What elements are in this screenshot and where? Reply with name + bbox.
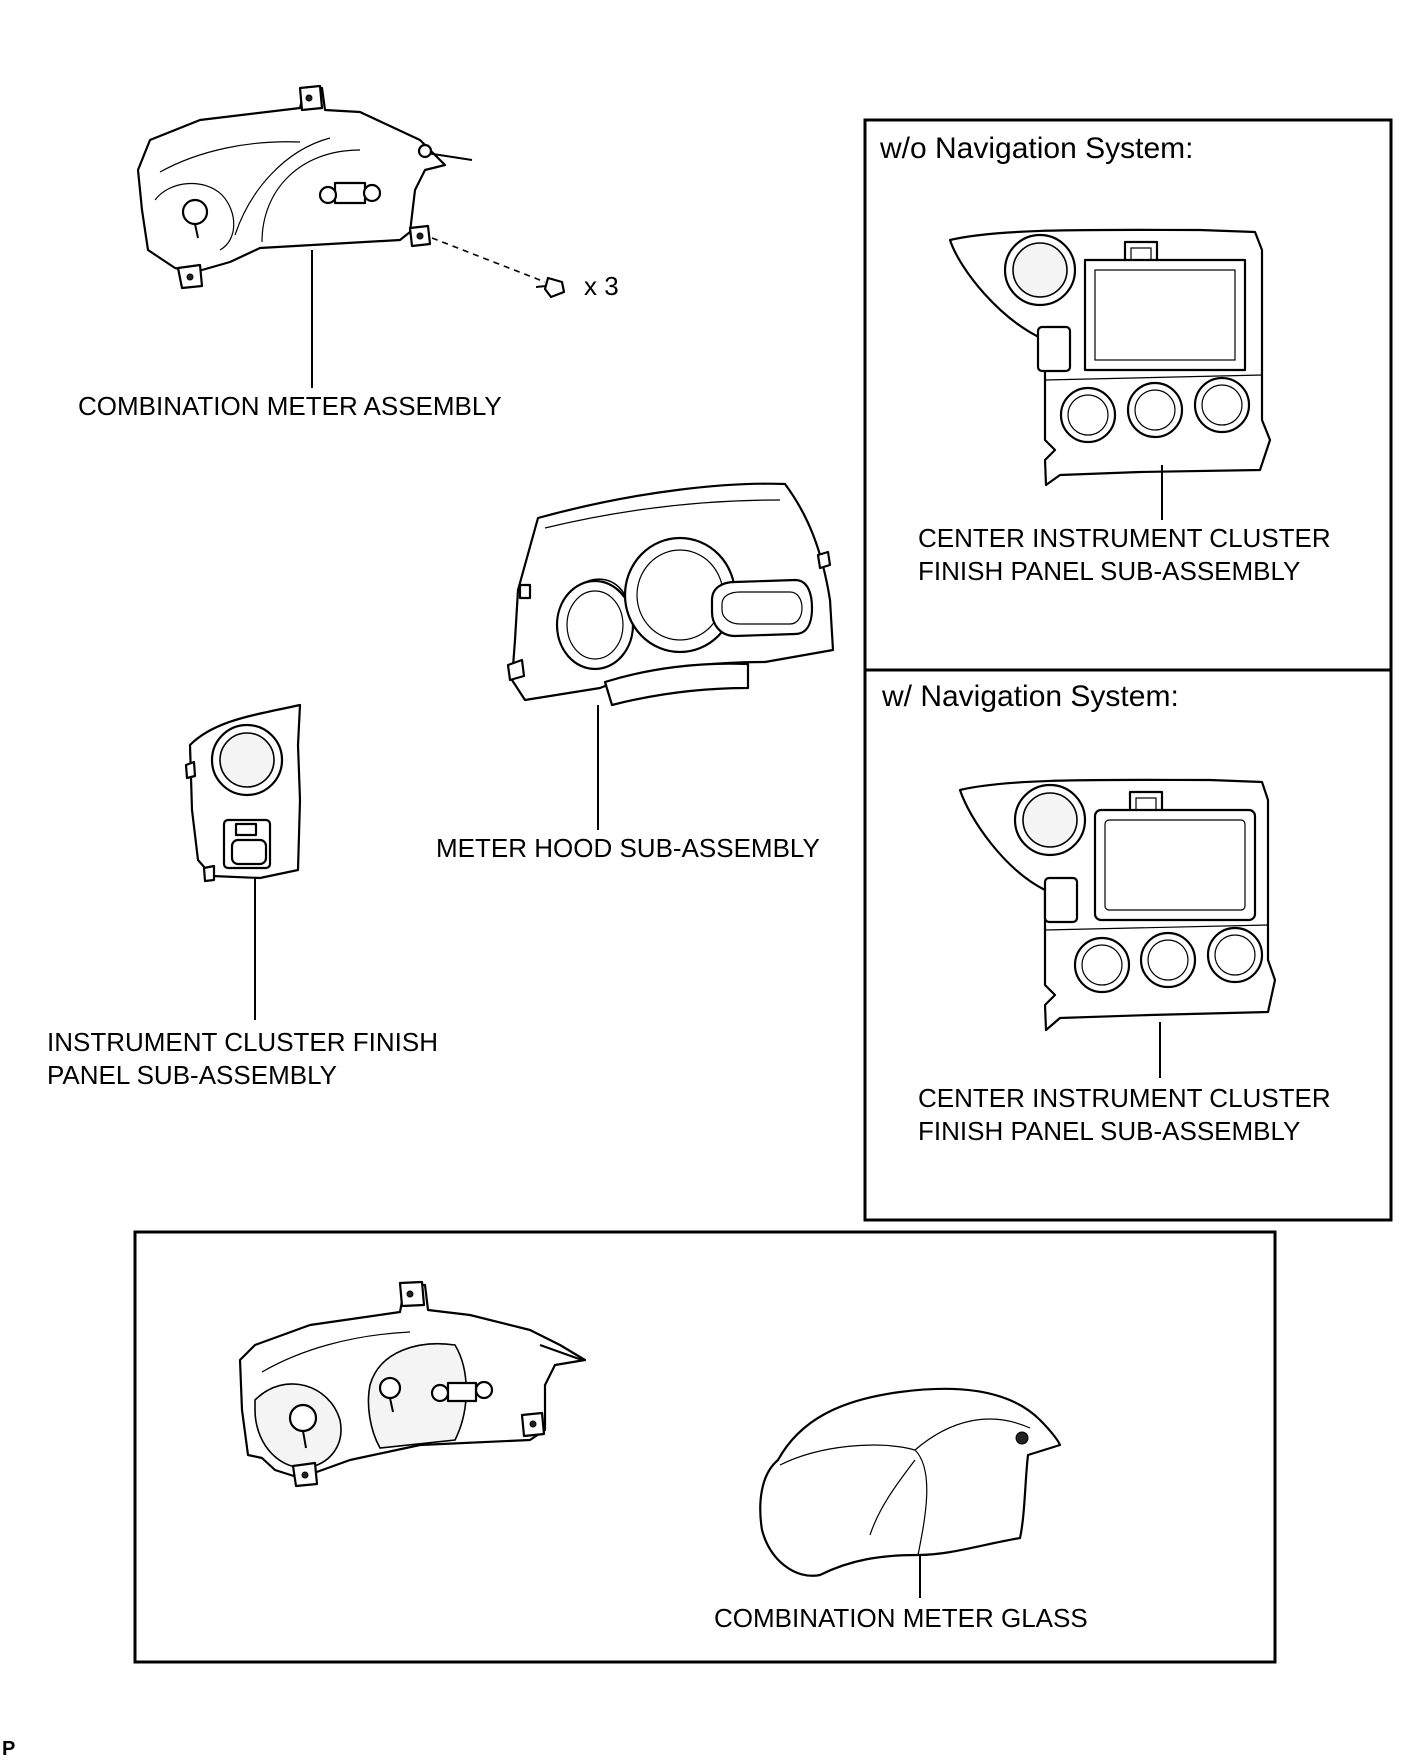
- label-instrument-cluster-finish-panel-line2: PANEL SUB-ASSEMBLY: [47, 1060, 337, 1090]
- header-without-navigation: w/o Navigation System:: [880, 132, 1194, 165]
- combination-meter-assembly-illustration: [136, 84, 566, 388]
- header-with-navigation: w/ Navigation System:: [882, 680, 1179, 713]
- label-combination-meter-assembly: COMBINATION METER ASSEMBLY: [78, 391, 502, 421]
- label-center-panel-with-nav-line1: CENTER INSTRUMENT CLUSTER: [918, 1083, 1331, 1113]
- meter-hood-illustration: [506, 482, 835, 830]
- navigation-variant-boxes: [863, 118, 1393, 1222]
- label-meter-hood-sub-assembly: METER HOOD SUB-ASSEMBLY: [436, 833, 820, 863]
- label-combination-meter-glass: COMBINATION METER GLASS: [714, 1603, 1088, 1633]
- label-bolt-quantity: x 3: [584, 271, 619, 301]
- label-center-panel-without-nav-line2: FINISH PANEL SUB-ASSEMBLY: [918, 556, 1301, 586]
- illustration-code: P: [2, 1738, 16, 1760]
- center-panel-with-navigation-illustration: [958, 778, 1277, 1078]
- label-center-panel-without-nav-line1: CENTER INSTRUMENT CLUSTER: [918, 523, 1331, 553]
- label-instrument-cluster-finish-panel-line1: INSTRUMENT CLUSTER FINISH: [47, 1027, 438, 1057]
- meter-glass-inset-box: [133, 1230, 1277, 1664]
- label-center-panel-with-nav-line2: FINISH PANEL SUB-ASSEMBLY: [918, 1116, 1301, 1146]
- combination-meter-assembly-inset-illustration: [238, 1280, 587, 1488]
- combination-meter-glass-illustration: [759, 1387, 1062, 1598]
- instrument-cluster-finish-panel-illustration: [184, 703, 302, 1020]
- center-panel-without-navigation-illustration: [948, 228, 1272, 520]
